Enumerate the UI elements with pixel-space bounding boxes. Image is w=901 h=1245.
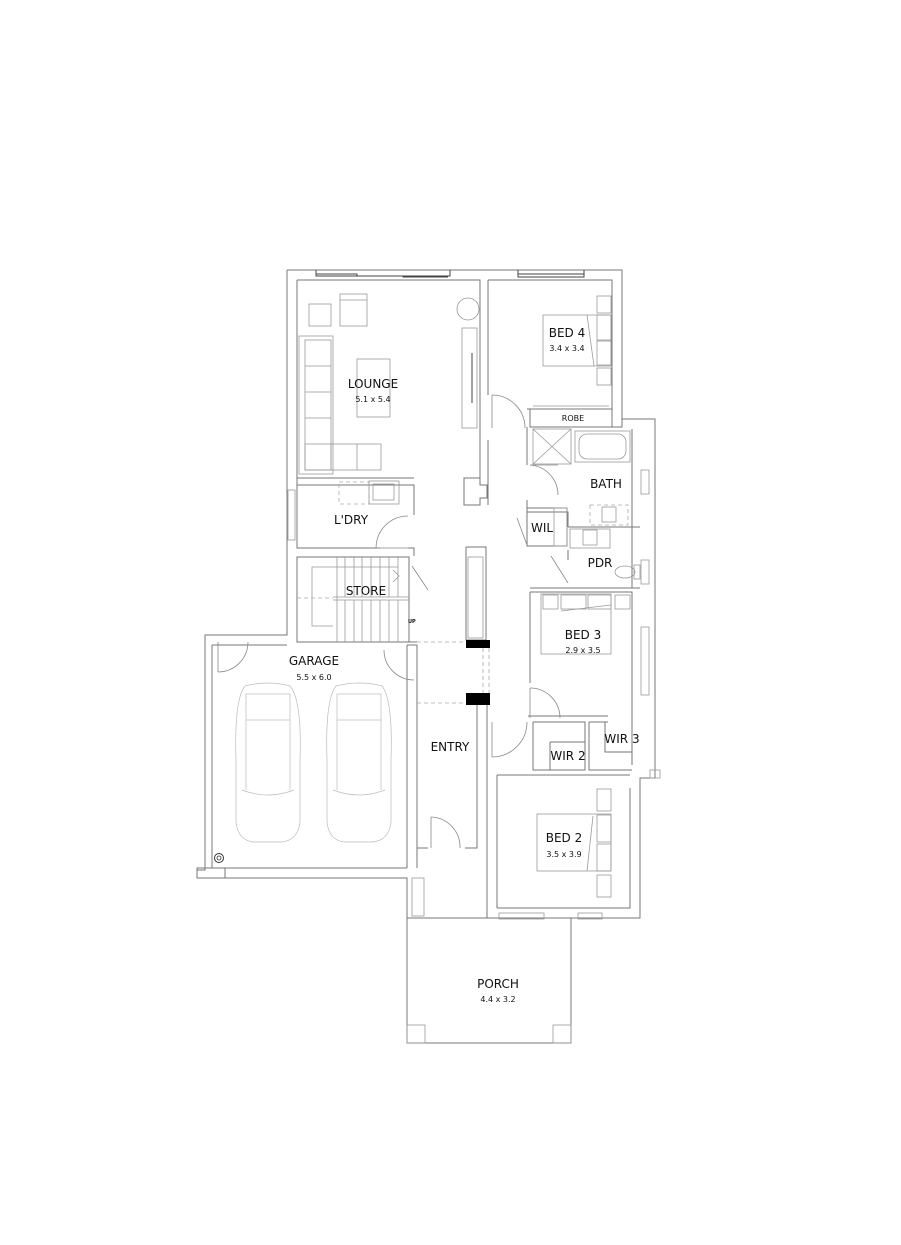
label-lounge: LOUNGE [348, 377, 398, 391]
dim-bed2: 3.5 x 3.9 [546, 850, 581, 859]
dim-bed4: 3.4 x 3.4 [549, 344, 584, 353]
room-labels: LOUNGE 5.1 x 5.4 BED 4 3.4 x 3.4 ROBE BA… [289, 326, 640, 1004]
label-garage: GARAGE [289, 654, 339, 668]
label-wir2: WIR 2 [550, 749, 585, 763]
label-store: STORE [346, 584, 386, 598]
label-bed4: BED 4 [549, 326, 586, 340]
label-bath: BATH [590, 477, 622, 491]
label-wil: WIL [531, 521, 553, 535]
dim-garage: 5.5 x 6.0 [296, 673, 331, 682]
dim-bed3: 2.9 x 3.5 [565, 646, 600, 655]
label-entry: ENTRY [431, 740, 470, 754]
exterior-walls [196, 269, 656, 1044]
stair-up-label: UP [408, 619, 416, 625]
label-ldry: L'DRY [334, 513, 369, 527]
label-robe: ROBE [562, 414, 584, 423]
car-left [235, 682, 301, 843]
label-bed3: BED 3 [565, 628, 602, 642]
dim-porch: 4.4 x 3.2 [480, 995, 515, 1004]
dim-lounge: 5.1 x 5.4 [355, 395, 390, 404]
label-porch: PORCH [477, 977, 519, 991]
label-wir3: WIR 3 [604, 732, 639, 746]
furniture [214, 293, 641, 898]
car-right [326, 682, 392, 843]
interior-walls [296, 280, 640, 908]
label-pdr: PDR [588, 556, 613, 570]
staircase [297, 557, 409, 642]
windows [287, 270, 661, 920]
label-bed2: BED 2 [546, 831, 583, 845]
doors [217, 394, 569, 849]
